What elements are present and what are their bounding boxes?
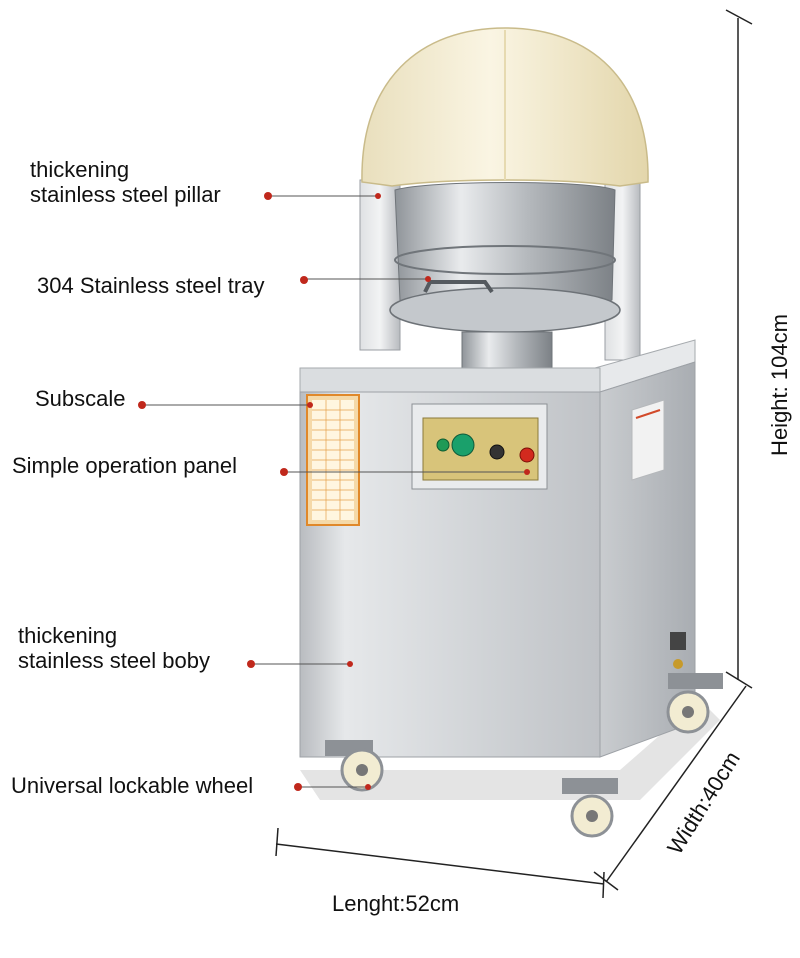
- tray-dot: [300, 276, 308, 284]
- body-callout: thickening stainless steel boby: [18, 623, 210, 673]
- wheel-front-left: [325, 740, 384, 792]
- pillar-callout: thickening stainless steel pillar: [30, 157, 221, 207]
- panel-timer-dial: [451, 433, 475, 457]
- wheel-back-right: [666, 673, 723, 734]
- length-label: Lenght:52cm: [332, 891, 460, 916]
- subscale-label: Subscale: [35, 386, 126, 411]
- pillar-label-line1: thickening: [30, 157, 130, 182]
- height-label: Height: 104cm: [767, 314, 792, 456]
- pillar-label-line2: stainless steel pillar: [30, 182, 221, 207]
- subscale-dot: [138, 401, 146, 409]
- panel-label: Simple operation panel: [12, 453, 238, 478]
- width-dimension-line: [593, 685, 747, 891]
- panel-red-button: [519, 447, 535, 463]
- panel-dot: [280, 468, 288, 476]
- wheel-label: Universal lockable wheel: [11, 773, 254, 798]
- panel-green-lamp: [436, 438, 450, 452]
- body-label-line2: stainless steel boby: [18, 648, 210, 673]
- wheel-front-right: [562, 778, 618, 838]
- pillar-dot: [264, 192, 272, 200]
- wheel-dot: [294, 783, 302, 791]
- body-dot: [247, 660, 255, 668]
- body-label-line1: thickening: [18, 623, 118, 648]
- length-dimension-line: [275, 827, 605, 899]
- left-pillar: [359, 179, 401, 351]
- floor-shadow: [300, 700, 720, 800]
- height-dimension-line: [725, 9, 753, 689]
- panel-power-switch: [489, 444, 505, 460]
- center-column: [461, 331, 553, 369]
- tray-label: 304 Stainless steel tray: [37, 273, 265, 298]
- tray-handle: [423, 280, 494, 294]
